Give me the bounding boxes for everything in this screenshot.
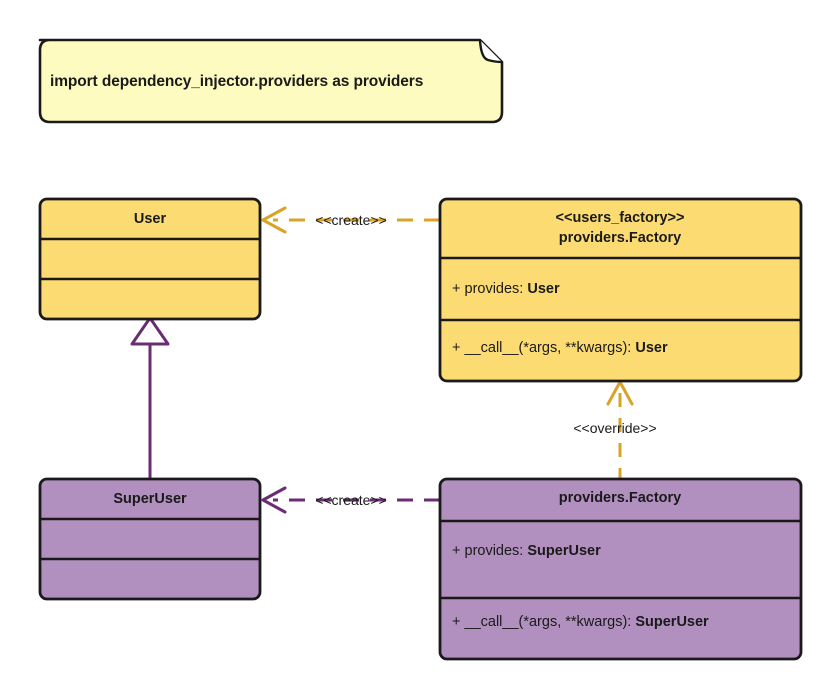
users-factory-box-body [438, 197, 803, 383]
superuser-box-body [38, 477, 262, 601]
edge-create-user[interactable] [261, 206, 440, 234]
create-user-arrowhead-icon [261, 206, 287, 234]
class-box-superuser[interactable] [38, 477, 262, 601]
edge-override[interactable] [606, 380, 634, 482]
class-box-users-factory[interactable] [438, 197, 803, 383]
class-box-user[interactable] [38, 197, 262, 321]
note-corner-fold-icon [478, 39, 503, 64]
user-box-body [38, 197, 262, 321]
edge-generalization[interactable] [130, 316, 170, 480]
import-note[interactable] [38, 38, 504, 124]
edge-create-superuser[interactable] [261, 486, 440, 514]
superusers-factory-box-body [438, 477, 803, 661]
note-body [38, 38, 504, 124]
create-superuser-arrowhead-icon [261, 486, 287, 514]
class-box-superusers-factory[interactable] [438, 477, 803, 661]
generalization-triangle-icon [130, 316, 170, 346]
